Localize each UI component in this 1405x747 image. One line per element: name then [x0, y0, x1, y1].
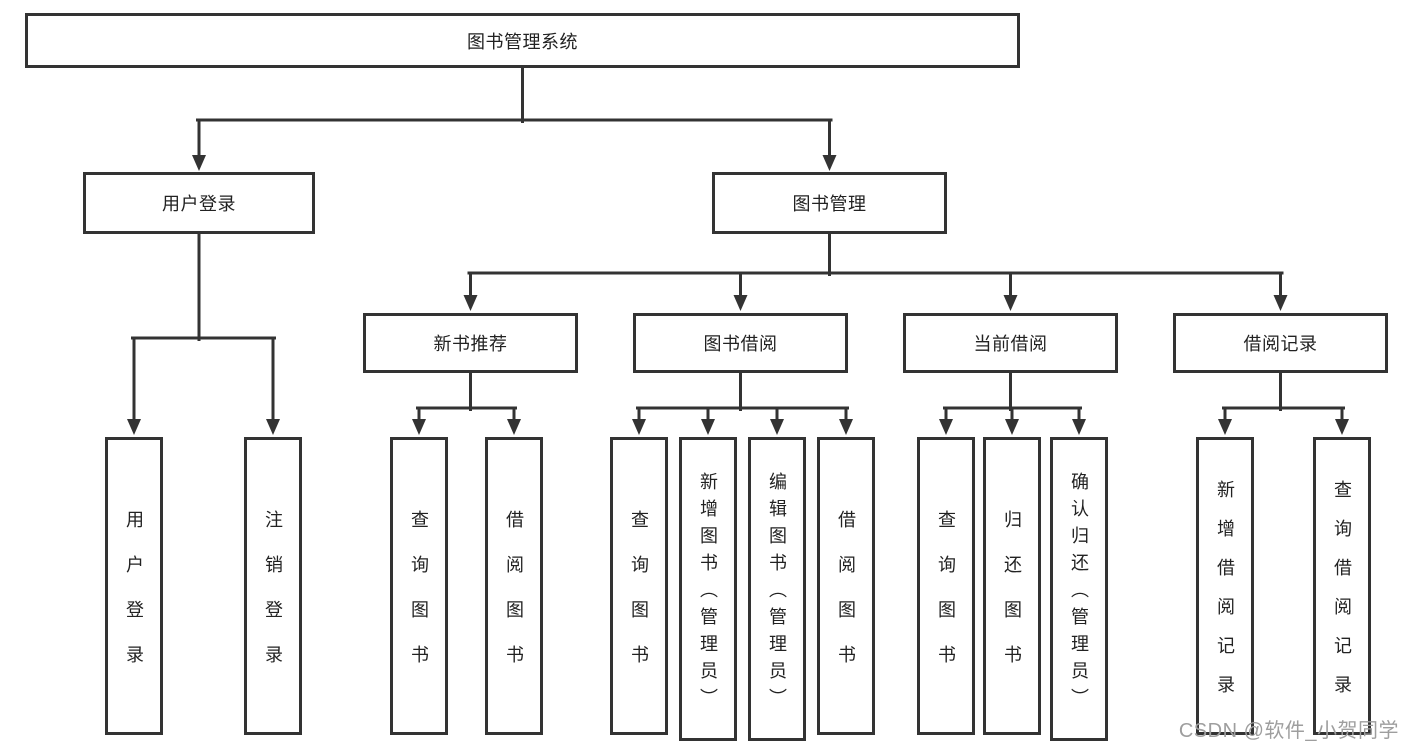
leaf-current-query-books: 查询图书 — [917, 437, 975, 735]
leaf-add-borrow-record: 新增借阅记录 — [1196, 437, 1254, 735]
leaf-user-login: 用户登录 — [105, 437, 163, 735]
node-new-book-recommend-label: 新书推荐 — [433, 334, 508, 354]
node-book-borrow-label: 图书借阅 — [703, 334, 778, 354]
leaf-add-borrow-record-label: 新增借阅记录 — [1215, 479, 1235, 714]
node-book-borrow: 图书借阅 — [633, 313, 848, 373]
leaf-logout: 注销登录 — [244, 437, 302, 735]
leaf-query-borrow-record: 查询借阅记录 — [1313, 437, 1371, 735]
leaf-return-books-label: 归还图书 — [1002, 509, 1022, 690]
watermark: CSDN @软件_小贺同学 — [1178, 720, 1399, 742]
leaf-recommend-borrow-books: 借阅图书 — [485, 437, 543, 735]
node-borrow-records: 借阅记录 — [1173, 313, 1388, 373]
node-current-borrow-label: 当前借阅 — [973, 334, 1048, 354]
leaf-confirm-return-admin: 确认归还（管理员） — [1050, 437, 1108, 741]
node-current-borrow: 当前借阅 — [903, 313, 1118, 373]
node-book-management: 图书管理 — [712, 172, 947, 234]
leaf-edit-books-admin: 编辑图书（管理员） — [748, 437, 806, 741]
leaf-current-query-books-label: 查询图书 — [936, 509, 956, 690]
leaf-recommend-query-books-label: 查询图书 — [409, 509, 429, 690]
leaf-borrow-books-label: 借阅图书 — [836, 509, 856, 690]
leaf-user-login-label: 用户登录 — [124, 509, 144, 690]
leaf-borrow-query-books-label: 查询图书 — [629, 509, 649, 690]
leaf-confirm-return-admin-label: 确认归还（管理员） — [1069, 472, 1089, 715]
node-new-book-recommend: 新书推荐 — [363, 313, 578, 373]
leaf-query-borrow-record-label: 查询借阅记录 — [1332, 479, 1352, 714]
node-borrow-records-label: 借阅记录 — [1243, 334, 1318, 354]
node-library-system: 图书管理系统 — [25, 13, 1020, 68]
node-library-system-label: 图书管理系统 — [467, 31, 578, 52]
node-user-login-label: 用户登录 — [162, 194, 236, 214]
leaf-edit-books-admin-label: 编辑图书（管理员） — [767, 472, 787, 715]
leaf-recommend-query-books: 查询图书 — [390, 437, 448, 735]
node-book-management-label: 图书管理 — [792, 194, 867, 214]
leaf-return-books: 归还图书 — [983, 437, 1041, 735]
leaf-add-books-admin: 新增图书（管理员） — [679, 437, 737, 741]
node-user-login: 用户登录 — [83, 172, 315, 234]
leaf-recommend-borrow-books-label: 借阅图书 — [504, 509, 524, 690]
leaf-borrow-query-books: 查询图书 — [610, 437, 668, 735]
leaf-add-books-admin-label: 新增图书（管理员） — [698, 472, 718, 715]
leaf-borrow-books: 借阅图书 — [817, 437, 875, 735]
leaf-logout-label: 注销登录 — [263, 509, 283, 690]
